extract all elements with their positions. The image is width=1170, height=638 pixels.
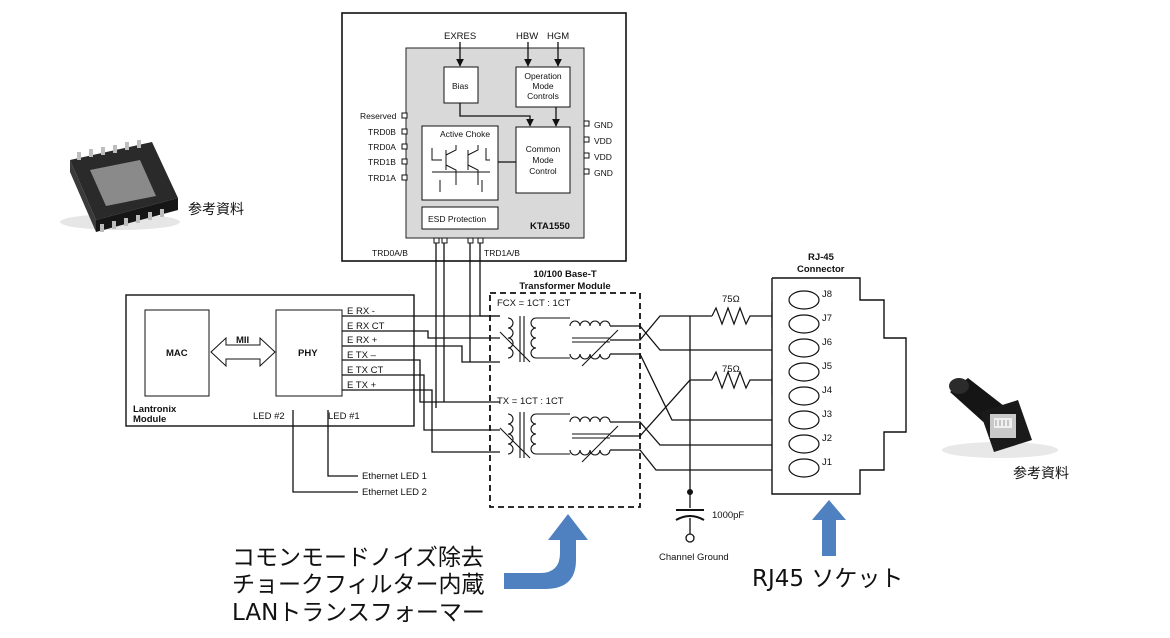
active-choke-label: Active Choke [440, 129, 490, 139]
chip-photo [60, 140, 180, 232]
pin-trd1a: TRD1A [368, 173, 396, 183]
pin-gnd-1: GND [594, 120, 613, 130]
transformer-to-rj45-wires [610, 315, 805, 508]
transformer-module: 10/100 Base-T Transformer Module FCX = 1… [489, 269, 641, 508]
pin-j5: J5 [822, 361, 832, 372]
fcx-ratio: FCX = 1CT : 1CT [497, 298, 571, 309]
transformer-title-line1: 10/100 Base-T [533, 269, 597, 280]
socket-callout-arrow [812, 500, 846, 556]
pin-j4: J4 [822, 385, 832, 396]
callout-choke-line1: コモンモードノイズ除去 [232, 545, 484, 571]
reference-label-right: 参考資料 [1013, 465, 1069, 482]
bias-block: Bias [452, 81, 469, 91]
ethernet-led-1: Ethernet LED 1 [362, 471, 427, 482]
kta-right-pins: GND VDD VDD GND [583, 120, 613, 178]
pin-hgm: HGM [547, 31, 569, 42]
esd-block: ESD Protection [428, 214, 486, 224]
pin-j7: J7 [822, 313, 832, 324]
resistor-2-label: 75Ω [722, 364, 740, 375]
ethernet-led-2: Ethernet LED 2 [362, 487, 427, 498]
pin-trd0a: TRD0A [368, 142, 396, 152]
rj45-title-line2: Connector [797, 264, 845, 275]
rj45-connector: RJ-45 Connector J8 J7 J6 J5 J4 J3 J2 J1 [771, 252, 907, 495]
sig-erx-ct: E RX CT [347, 321, 385, 332]
phy-signals: E RX - E RX CT E RX + E TX – E TX CT E T… [347, 306, 385, 391]
channel-ground-label: Channel Ground [659, 552, 729, 563]
pin-vdd-1: VDD [594, 136, 612, 146]
kta-name: KTA1550 [530, 221, 570, 232]
pin-reserved: Reserved [360, 111, 397, 121]
pin-j8: J8 [822, 289, 832, 300]
tx-ratio: TX = 1CT : 1CT [497, 396, 564, 407]
reference-label-left: 参考資料 [188, 201, 244, 218]
capacitor [675, 489, 705, 543]
kta-left-pins: Reserved TRD0B TRD0A TRD1B TRD1A [360, 111, 408, 183]
tx-transformer [499, 412, 619, 463]
callout-choke-line2: チョークフィルター内蔵 [232, 572, 485, 598]
lantronix-module: MAC PHY MII Lantronix Module LED #2 LED … [125, 294, 415, 427]
cmc-line3: Control [529, 166, 557, 176]
cmc-line2: Mode [532, 155, 554, 165]
pin-j1: J1 [822, 457, 832, 468]
pin-vdd-2: VDD [594, 152, 612, 162]
transformer-title-line2: Transformer Module [519, 281, 610, 292]
capacitor-label: 1000pF [712, 510, 744, 521]
sig-erx-plus: E RX + [347, 335, 378, 346]
rj45-title-line1: RJ-45 [808, 252, 835, 263]
pin-j3: J3 [822, 409, 832, 420]
choke-callout-arrow [504, 514, 588, 589]
mac-block: MAC [166, 348, 188, 359]
phy-block: PHY [298, 348, 318, 359]
kta1550-block: KTA1550 EXRES HBW HGM Bias Operation Mod… [341, 12, 627, 262]
sig-etx-minus: E TX – [347, 350, 377, 361]
led1-label: LED #1 [328, 411, 360, 422]
resistor-1-label: 75Ω [722, 294, 740, 305]
pin-j2: J2 [822, 433, 832, 444]
choke-transistors [431, 145, 490, 192]
cmc-line1: Common [526, 144, 561, 154]
module-label-line2: Module [133, 414, 166, 425]
led-wires [292, 410, 358, 493]
opmode-line3: Controls [527, 91, 559, 101]
module-label-line1: Lantronix [133, 404, 177, 415]
rx-transformer [499, 316, 619, 367]
pin-trd1ab: TRD1A/B [484, 248, 520, 258]
sig-etx-ct: E TX CT [347, 365, 383, 376]
sig-erx-minus: E RX - [347, 306, 375, 317]
pin-exres: EXRES [444, 31, 476, 42]
pin-trd0b: TRD0B [368, 127, 396, 137]
opmode-line2: Mode [532, 81, 554, 91]
kta-to-transformer-wires [435, 243, 481, 408]
pin-gnd-2: GND [594, 168, 613, 178]
mii-label: MII [236, 335, 249, 346]
pin-trd0ab: TRD0A/B [372, 248, 408, 258]
led2-label: LED #2 [253, 411, 285, 422]
pin-hbw: HBW [516, 31, 538, 42]
phy-wires [342, 315, 500, 453]
pin-j6: J6 [822, 337, 832, 348]
sig-etx-plus: E TX + [347, 380, 377, 391]
callout-socket: RJ45 ソケット [752, 566, 903, 592]
rj45-jack-photo [942, 378, 1058, 458]
opmode-line1: Operation [524, 71, 562, 81]
pin-trd1b: TRD1B [368, 157, 396, 167]
callout-choke-line3: LANトランスフォーマー [232, 600, 485, 626]
